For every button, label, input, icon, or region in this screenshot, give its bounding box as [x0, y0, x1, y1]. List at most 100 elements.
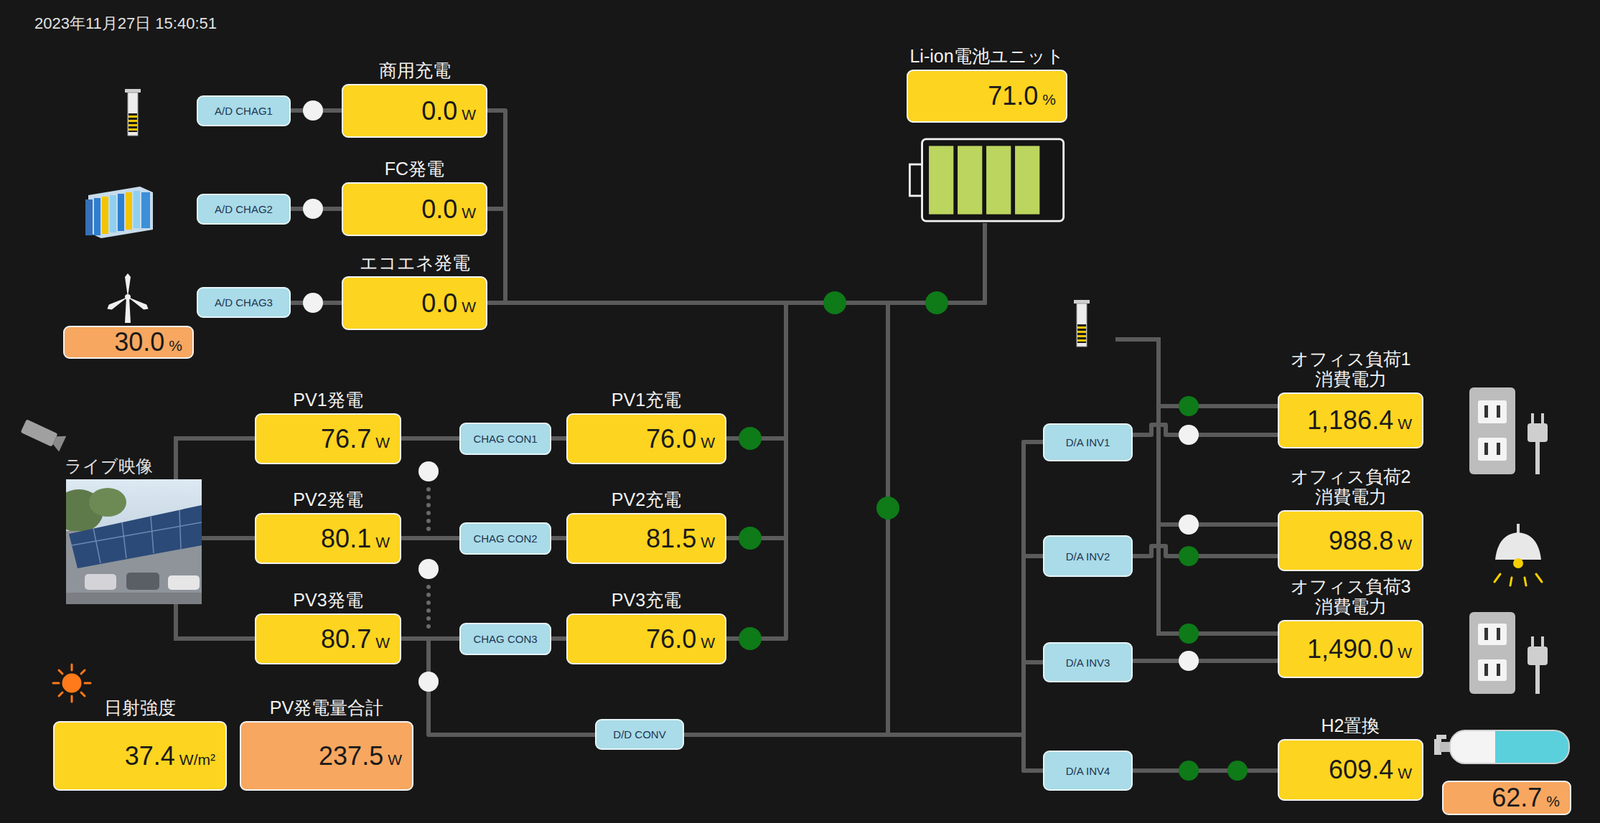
- fuel-cell-icon: [141, 192, 151, 229]
- value-box: 0.0W: [341, 276, 488, 331]
- converter-box: CHAG CON3: [459, 623, 552, 656]
- battery-gauge: [1014, 145, 1040, 214]
- switch-on-dot: [1178, 760, 1199, 781]
- reading-unit: W: [1397, 415, 1412, 433]
- switch-off-dot: [302, 100, 1199, 692]
- load-panel: オフィス負荷1 消費電力 1,186.4W: [1277, 348, 1424, 449]
- power-line: [1132, 658, 1278, 664]
- reading-value: 0.0: [421, 288, 458, 319]
- meter-panel: PV1充電76.0W: [566, 387, 727, 465]
- panel-heading: オフィス負荷1 消費電力: [1277, 348, 1424, 391]
- battery-gauge: [928, 145, 954, 214]
- fuel-cell-icon: [88, 186, 153, 239]
- outlet-icon: [1496, 628, 1501, 641]
- power-line: [726, 223, 985, 539]
- outlet-icon: [1477, 400, 1507, 424]
- reading-value: 1,186.4: [1307, 405, 1394, 436]
- power-line: [726, 223, 985, 639]
- fuel-cell-icon: [85, 186, 153, 239]
- panel-heading: 日射強度: [104, 697, 176, 719]
- value-line: 62.7%: [1491, 783, 1560, 814]
- outlet-icon: [1541, 413, 1545, 424]
- heading-area: PV3充電: [566, 587, 727, 614]
- heading-area: Li-ion電池ユニット: [906, 40, 1068, 70]
- battery-gauge: [986, 145, 1011, 214]
- value-line: 609.4W: [1328, 755, 1412, 786]
- reading-unit: %: [1042, 91, 1056, 109]
- lamp-icon: [1494, 574, 1501, 583]
- grid-pylon-icon: [128, 124, 138, 127]
- lamp-icon: [1510, 577, 1512, 586]
- value-line: 80.7W: [320, 624, 390, 655]
- outlet-icon: [1469, 387, 1516, 475]
- switch-on-dot: [1178, 546, 1199, 567]
- reading-unit: %: [168, 337, 183, 355]
- value-line: 0.0W: [421, 96, 476, 127]
- outlet-icon: [1496, 442, 1501, 456]
- sun-icon: [58, 670, 63, 675]
- converter-label: D/A INV3: [1065, 656, 1111, 669]
- reading-unit: W: [461, 106, 476, 124]
- panel-heading: Li-ion電池ユニット: [909, 45, 1064, 67]
- load-panel: オフィス負荷3 消費電力1,490.0W: [1277, 575, 1424, 679]
- lamp-icon: [1494, 524, 1542, 586]
- power-line: [551, 636, 567, 642]
- camera-icon: [20, 417, 67, 452]
- value-line: 76.0W: [646, 624, 715, 655]
- status-badge: 62.7%: [1442, 780, 1572, 816]
- feed-wire: [1117, 339, 1278, 634]
- meter-panel: エコエネ発電0.0W: [341, 249, 488, 331]
- fuel-cell-icon: [94, 198, 101, 236]
- panel-heading: 商用充電: [379, 60, 451, 82]
- value-box: 988.8W: [1277, 510, 1424, 572]
- inverter-box: D/A INV2: [1042, 535, 1133, 578]
- value-box: 609.4W: [1277, 739, 1424, 802]
- value-line: 76.7W: [320, 424, 390, 455]
- sun-icon: [81, 670, 85, 675]
- heading-area: PV2充電: [566, 487, 727, 514]
- grid-pylon-icon: [1077, 330, 1087, 334]
- heading-area: FC発電: [341, 155, 488, 183]
- value-box: 37.4W/m²: [53, 721, 227, 792]
- value-box: 71.0%: [906, 69, 1068, 123]
- live-photo: [66, 592, 202, 605]
- value-box: 81.5W: [566, 513, 727, 565]
- value-box: 30.0%: [63, 325, 194, 359]
- reading-unit: W: [387, 751, 402, 769]
- outlet-icon: [1541, 636, 1545, 647]
- value-box: 76.0W: [566, 613, 727, 665]
- heading-area: H2置換: [1277, 707, 1424, 740]
- grid-pylon-icon: [128, 113, 138, 133]
- lamp-icon: [1513, 558, 1524, 569]
- value-line: 1,186.4W: [1307, 405, 1412, 436]
- switch-off-dot: [302, 100, 324, 121]
- sun-icon: [71, 696, 74, 703]
- switch-off-dot: [418, 671, 439, 692]
- reading-value: 0.0: [421, 96, 458, 127]
- value-line: 37.4W/m²: [124, 741, 216, 772]
- power-line: [684, 662, 1043, 736]
- panel-heading: FC発電: [384, 158, 445, 180]
- reading-unit: W: [375, 534, 390, 552]
- converter-box: A/D CHAG1: [196, 95, 291, 127]
- converter-label: D/A INV4: [1065, 765, 1111, 778]
- sun-icon: [53, 682, 59, 685]
- value-line: 237.5W: [318, 741, 402, 772]
- feed-wire: [175, 339, 1278, 639]
- sun-icon: [84, 682, 91, 685]
- converter-box: A/D CHAG3: [196, 287, 291, 318]
- value-box: 0.0W: [341, 182, 488, 237]
- outlet-icon: [1477, 437, 1507, 461]
- switch-on-dot: [1178, 623, 1199, 644]
- power-line: [551, 436, 567, 441]
- value-line: 988.8W: [1328, 526, 1412, 557]
- reading-value: 62.7: [1491, 783, 1542, 814]
- heading-area: エコエネ発電: [341, 249, 488, 277]
- converter-box: D/D CONV: [595, 719, 685, 751]
- meter-panel: PV3発電80.7W: [254, 587, 402, 665]
- reading-unit: W: [375, 434, 390, 452]
- switch-on-dot: [738, 627, 762, 651]
- power-line: [487, 110, 985, 303]
